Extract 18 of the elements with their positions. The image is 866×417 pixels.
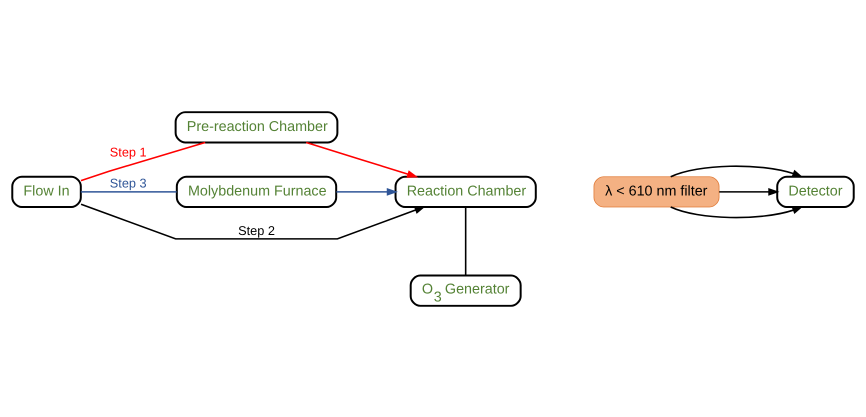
node-box: Reaction Chamber	[394, 175, 537, 208]
arrow	[670, 206, 804, 218]
connector	[80, 141, 206, 181]
arrow	[306, 141, 418, 178]
edge-label: Step 2	[238, 222, 275, 238]
node-box: Molybdenum Furnace	[176, 175, 338, 208]
connector	[80, 190, 177, 192]
arrow	[670, 164, 804, 177]
node-box: λ < 610 nm filter	[594, 176, 720, 207]
arrow	[719, 187, 780, 196]
edge-label: Step 1	[110, 144, 147, 160]
node-box: Pre-reaction Chamber	[174, 110, 338, 143]
arrow	[80, 202, 426, 240]
arrow	[336, 187, 398, 196]
connector	[464, 206, 466, 275]
node-box: Detector	[776, 175, 855, 208]
node-box: Flow In	[11, 175, 82, 208]
edge-label: Step 3	[110, 175, 147, 190]
